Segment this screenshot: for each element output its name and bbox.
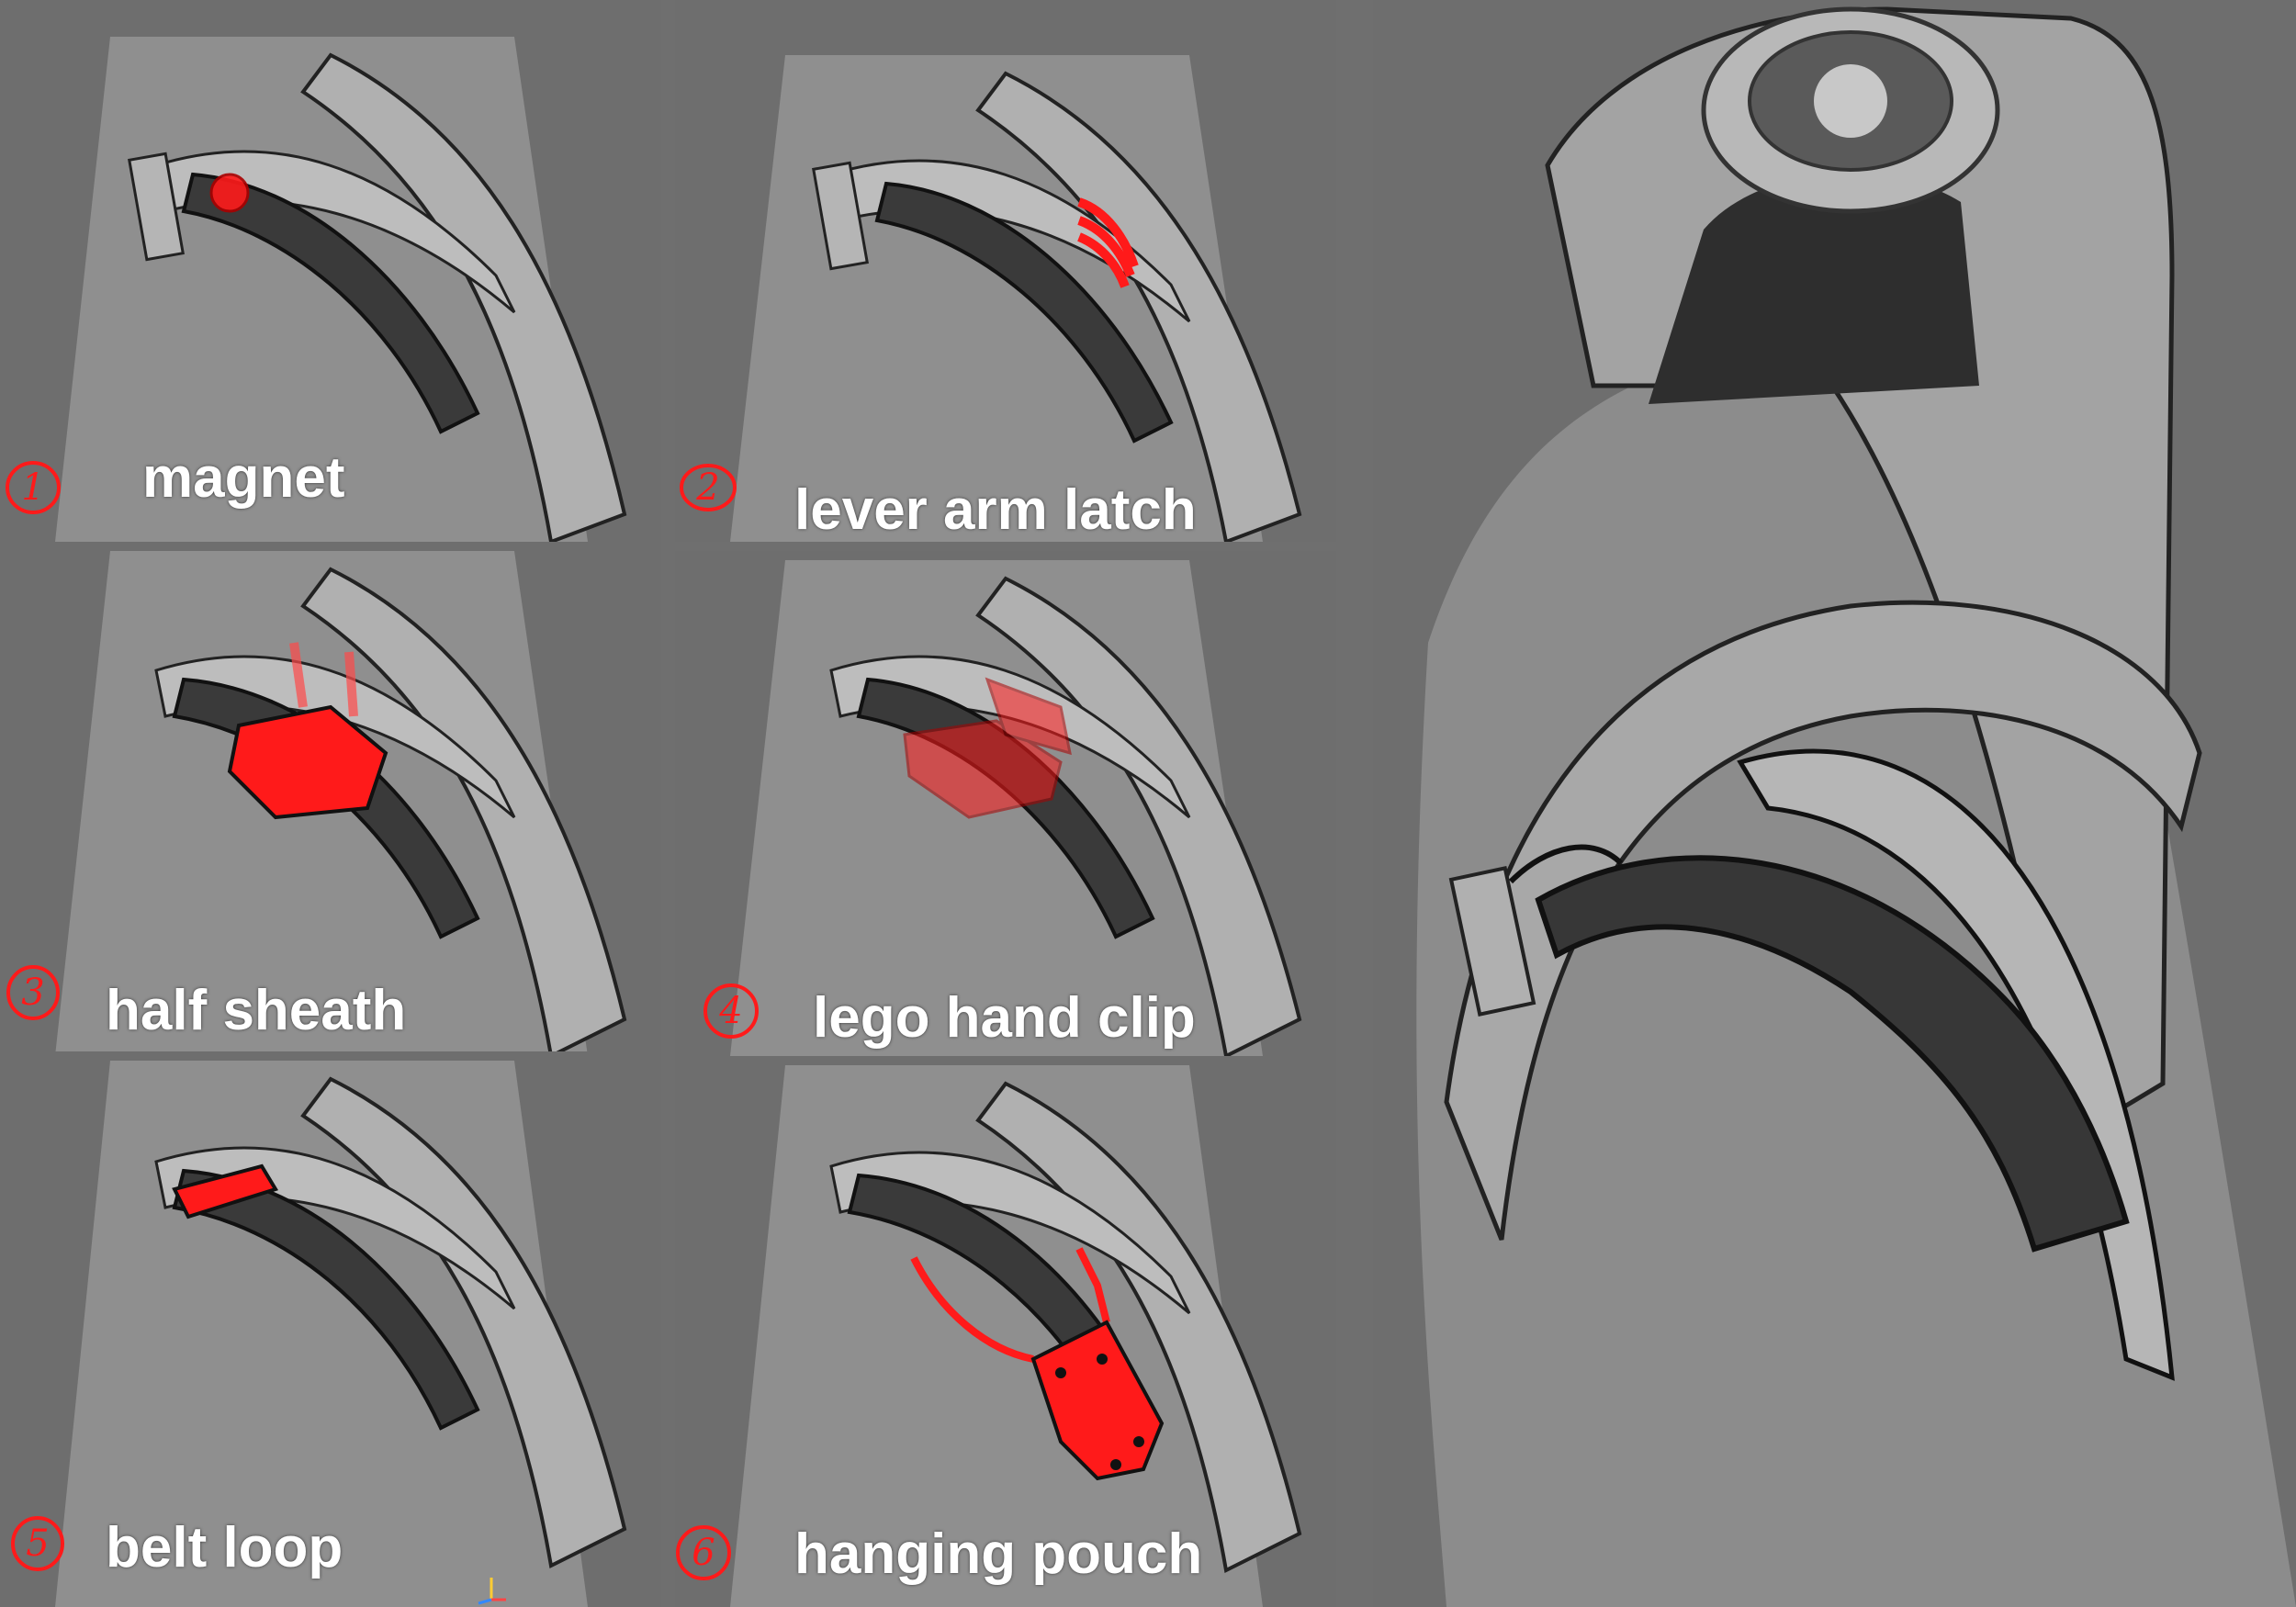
lego-hand-clip-render — [675, 551, 1336, 1056]
main-reference-render — [1373, 0, 2296, 1607]
panel-label-lego-hand-clip: lego hand clip — [813, 986, 1196, 1050]
concept-panel-magnet: 1 magnet — [0, 0, 661, 542]
lever-arm-latch-render — [675, 0, 1336, 542]
step-number-text: 1 — [21, 466, 45, 509]
step-number-6: 6 — [675, 1524, 732, 1581]
step-number-text: 2 — [696, 466, 720, 509]
concept-panel-hanging-pouch: 6 hanging pouch — [675, 1056, 1336, 1607]
panel-label-magnet: magnet — [142, 446, 345, 510]
panel-label-half-sheath: half sheath — [106, 979, 407, 1042]
concept-panel-lego-hand-clip: 4 lego hand clip — [675, 551, 1336, 1056]
step-number-1: 1 — [5, 459, 62, 516]
step-number-text: 5 — [26, 1523, 50, 1565]
lever-latch-marker — [1076, 197, 1139, 288]
lego-clip-marker — [903, 677, 1072, 819]
magnet-marker — [209, 173, 250, 213]
step-number-2: 2 — [680, 459, 737, 516]
half-sheath-marker — [227, 642, 388, 820]
panel-label-hanging-pouch: hanging pouch — [794, 1523, 1203, 1586]
step-number-3: 3 — [5, 964, 62, 1021]
step-number-text: 6 — [692, 1532, 715, 1574]
concept-panel-lever-arm-latch: 2 lever arm latch — [675, 0, 1336, 542]
half-sheath-render — [0, 542, 661, 1056]
leg-strap-render — [1373, 0, 2296, 1607]
belt-loop-render — [0, 1051, 661, 1607]
step-number-text: 4 — [719, 990, 743, 1032]
step-number-5: 5 — [9, 1515, 66, 1572]
xyz-axis-icon — [478, 1578, 506, 1605]
step-number-4: 4 — [703, 983, 760, 1039]
magnet-render — [0, 0, 661, 542]
panel-label-lever-arm-latch: lever arm latch — [794, 478, 1197, 542]
panel-label-belt-loop: belt loop — [106, 1516, 343, 1579]
concept-panel-half-sheath: 3 half sheath — [0, 542, 661, 1056]
belt-loop-marker — [172, 1163, 279, 1219]
hanging-pouch-marker — [910, 1247, 1165, 1481]
concept-panel-belt-loop: 5 belt loop — [0, 1051, 661, 1607]
step-number-text: 3 — [21, 972, 45, 1014]
hanging-pouch-render — [675, 1056, 1336, 1607]
